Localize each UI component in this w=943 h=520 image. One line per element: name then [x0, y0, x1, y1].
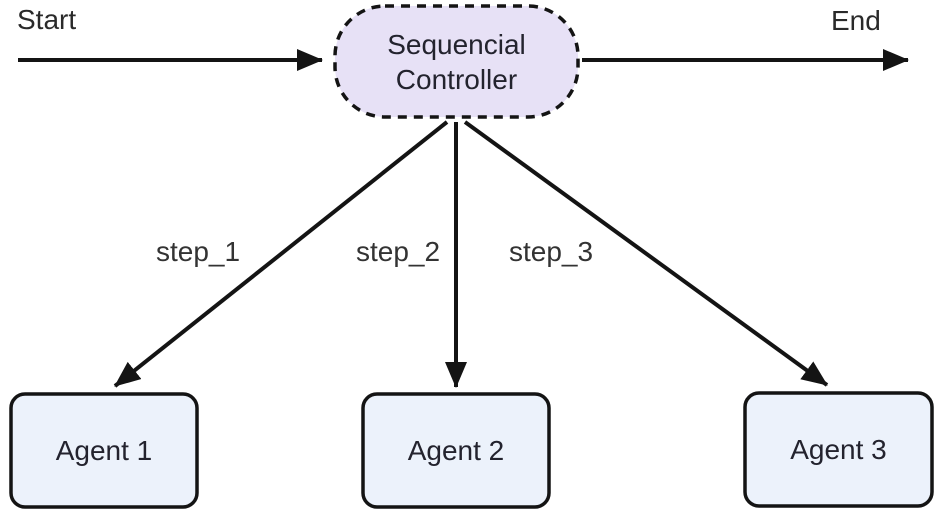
edge-step3-controller-to-agent3	[463, 120, 829, 387]
edge-label-step-3: step_3	[508, 236, 594, 267]
edge-step1-controller-to-agent1	[113, 120, 449, 388]
controller-node-shape	[333, 4, 580, 119]
end-label: End	[831, 5, 881, 36]
agent2-node-shape	[361, 392, 551, 509]
edge-label-step-1: step_1	[155, 236, 241, 267]
agent1-node-shape	[9, 392, 199, 509]
edge-label-step-2: step_2	[355, 236, 441, 267]
start-label: Start	[17, 4, 77, 35]
agent3-node-shape	[743, 391, 934, 508]
